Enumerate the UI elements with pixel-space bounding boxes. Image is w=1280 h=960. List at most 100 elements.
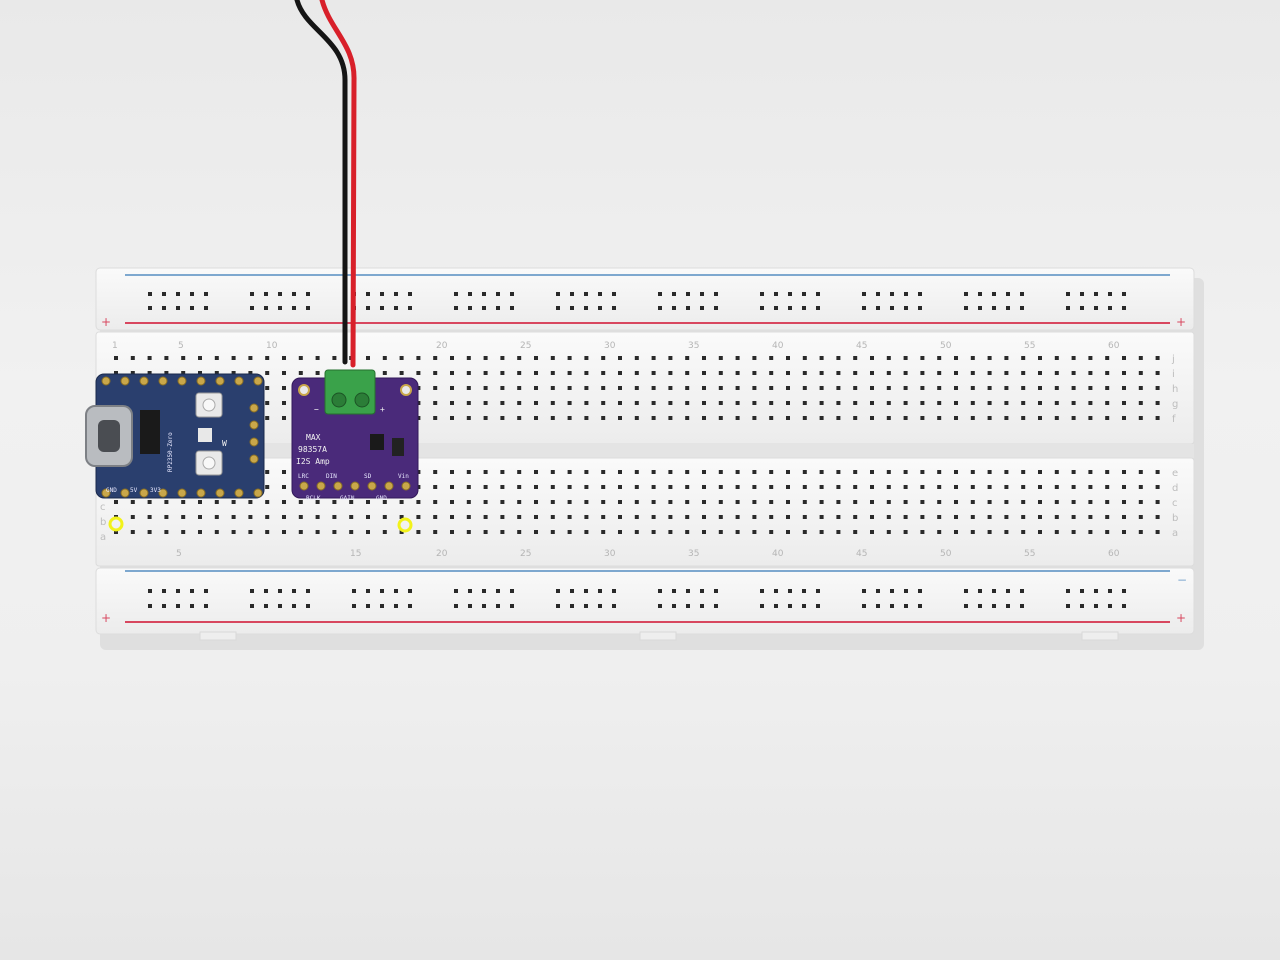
breadboard-hole[interactable] [382,356,387,360]
breadboard-hole[interactable] [114,500,118,504]
breadboard-hole[interactable] [1105,500,1110,504]
breadboard-hole[interactable] [819,530,824,534]
rail-hole[interactable] [454,589,458,593]
breadboard-hole[interactable] [534,401,538,405]
breadboard-hole[interactable] [265,386,270,390]
breadboard-hole[interactable] [735,500,740,504]
breadboard-hole[interactable] [1105,470,1110,474]
breadboard-hole[interactable] [937,401,942,405]
breadboard-hole[interactable] [618,485,622,489]
rail-hole[interactable] [468,589,472,593]
breadboard-hole[interactable] [534,416,538,420]
rail-hole[interactable] [598,292,602,296]
rail-hole[interactable] [672,292,676,296]
breadboard-hole[interactable] [668,515,673,519]
rail-hole[interactable] [1006,292,1010,296]
breadboard-hole[interactable] [550,530,555,534]
rail-hole[interactable] [686,306,690,310]
breadboard-hole[interactable] [987,356,992,360]
breadboard-hole[interactable] [282,416,286,420]
breadboard-hole[interactable] [450,515,454,519]
breadboard-hole[interactable] [702,401,706,405]
rail-hole[interactable] [306,306,310,310]
breadboard-hole[interactable] [1155,371,1160,375]
breadboard-hole[interactable] [618,371,622,375]
breadboard-hole[interactable] [1038,356,1042,360]
breadboard-hole[interactable] [164,356,169,360]
breadboard-hole[interactable] [769,416,774,420]
breadboard-hole[interactable] [181,500,186,504]
rail-hole[interactable] [278,306,282,310]
breadboard-hole[interactable] [702,485,706,489]
breadboard-hole[interactable] [1004,356,1009,360]
breadboard-hole[interactable] [265,356,270,360]
breadboard-hole[interactable] [601,515,606,519]
rail-hole[interactable] [510,306,514,310]
breadboard-hole[interactable] [1138,530,1143,534]
rail-hole[interactable] [598,604,602,608]
breadboard-hole[interactable] [920,515,925,519]
breadboard-hole[interactable] [399,500,404,504]
breadboard-hole[interactable] [1122,515,1126,519]
breadboard-hole[interactable] [853,530,858,534]
breadboard-hole[interactable] [517,470,522,474]
breadboard-hole[interactable] [937,485,942,489]
breadboard-hole[interactable] [937,500,942,504]
rail-hole[interactable] [264,604,268,608]
breadboard-hole[interactable] [114,371,118,375]
breadboard-hole[interactable] [769,356,774,360]
breadboard-hole[interactable] [248,371,253,375]
breadboard-hole[interactable] [1004,371,1009,375]
rail-hole[interactable] [964,604,968,608]
breadboard-hole[interactable] [1054,416,1059,420]
rail-hole[interactable] [556,604,560,608]
breadboard-hole[interactable] [903,401,908,405]
breadboard-hole[interactable] [651,530,656,534]
breadboard-hole[interactable] [634,416,639,420]
breadboard-hole[interactable] [1071,356,1076,360]
breadboard-hole[interactable] [853,515,858,519]
breadboard-hole[interactable] [970,515,975,519]
breadboard-hole[interactable] [786,500,790,504]
breadboard-hole[interactable] [870,371,874,375]
breadboard-hole[interactable] [534,500,538,504]
rail-hole[interactable] [584,292,588,296]
breadboard-hole[interactable] [147,356,152,360]
breadboard-hole[interactable] [517,401,522,405]
breadboard-hole[interactable] [685,386,690,390]
rail-hole[interactable] [788,306,792,310]
breadboard-hole[interactable] [1138,356,1143,360]
rail-hole[interactable] [612,292,616,296]
breadboard-hole[interactable] [130,356,135,360]
rail-hole[interactable] [148,589,152,593]
breadboard-hole[interactable] [819,500,824,504]
breadboard-hole[interactable] [853,470,858,474]
breadboard-hole[interactable] [634,401,639,405]
breadboard-hole[interactable] [1021,401,1026,405]
rail-hole[interactable] [496,306,500,310]
rail-hole[interactable] [190,292,194,296]
breadboard-hole[interactable] [735,530,740,534]
rail-hole[interactable] [176,604,180,608]
rail-hole[interactable] [700,292,704,296]
rail-hole[interactable] [250,604,254,608]
breadboard-hole[interactable] [214,515,219,519]
breadboard-hole[interactable] [718,401,723,405]
breadboard-hole[interactable] [1122,530,1126,534]
breadboard-hole[interactable] [735,416,740,420]
breadboard-hole[interactable] [1138,470,1143,474]
rail-hole[interactable] [148,292,152,296]
breadboard-hole[interactable] [903,416,908,420]
breadboard-hole[interactable] [1088,401,1093,405]
rail-hole[interactable] [408,292,412,296]
breadboard-hole[interactable] [282,530,286,534]
breadboard-hole[interactable] [769,371,774,375]
breadboard-hole[interactable] [651,371,656,375]
breadboard-hole[interactable] [987,485,992,489]
breadboard-hole[interactable] [416,500,421,504]
breadboard-hole[interactable] [466,416,471,420]
breadboard-hole[interactable] [584,530,589,534]
breadboard-hole[interactable] [802,371,807,375]
rail-hole[interactable] [510,604,514,608]
breadboard-hole[interactable] [282,500,286,504]
